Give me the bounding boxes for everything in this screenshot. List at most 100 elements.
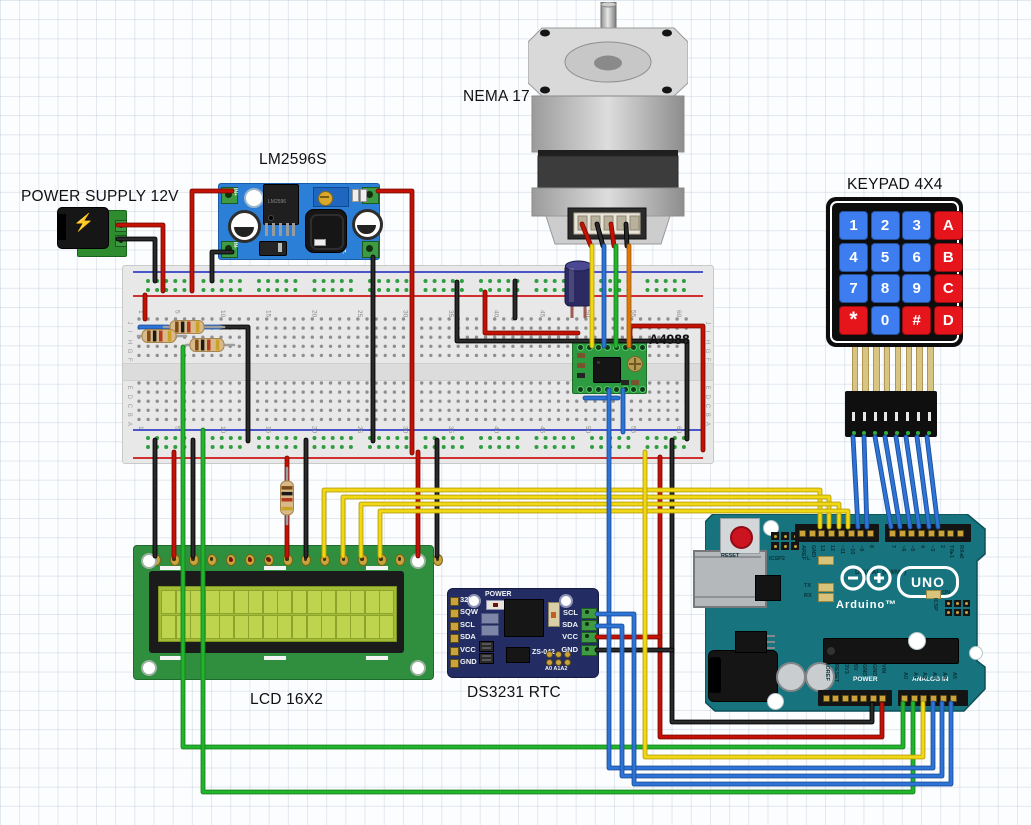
reset-button[interactable] [720, 518, 760, 554]
smd-capacitor [481, 625, 499, 636]
digital-pin-4[interactable] [918, 530, 926, 537]
power-pin-VIN[interactable] [878, 695, 886, 702]
smd-resistor [352, 189, 359, 202]
a4988-pin [603, 386, 611, 393]
power-pin-3V3[interactable] [841, 695, 849, 702]
digital-pin-13[interactable] [818, 530, 826, 537]
keypad-key-#[interactable]: # [902, 305, 932, 335]
resistor-3[interactable] [280, 480, 294, 516]
rtc-terminal-vcc[interactable] [581, 632, 597, 644]
keypad-key-5[interactable]: 5 [870, 242, 900, 272]
rtc-pin-32k[interactable] [450, 597, 459, 606]
digital-pin-2[interactable] [937, 530, 945, 537]
keypad-key-D[interactable]: D [933, 305, 963, 335]
pin-label-A0: A0 [902, 672, 908, 680]
rtc-pin-scl[interactable] [450, 621, 459, 631]
digital-pin-GND[interactable] [808, 530, 816, 537]
keypad-key-0[interactable]: 0 [870, 305, 900, 335]
current-trimpot[interactable] [627, 356, 643, 372]
analog-pin-A3[interactable] [930, 695, 938, 702]
connector-pin [883, 431, 888, 435]
power-pin-GND[interactable] [869, 695, 877, 702]
analog-pin-A5[interactable] [949, 695, 957, 702]
rtc-terminal-sda[interactable] [581, 620, 597, 632]
digital-pin-8[interactable] [866, 530, 874, 537]
keypad-key-6[interactable]: 6 [902, 242, 932, 272]
power-pin-IOREF[interactable] [823, 695, 830, 702]
digital-pin-~5[interactable] [908, 530, 916, 537]
terminal-negative[interactable] [115, 235, 127, 247]
ribbon-connector[interactable] [845, 391, 937, 437]
arduino-uno[interactable]: RESET ICSP2 DIGITAL (PWM~) L TX RX UNO A… [693, 514, 987, 712]
analog-pin-A4[interactable] [939, 695, 947, 702]
keypad-key-1[interactable]: 1 [839, 211, 868, 240]
power-supply-12v[interactable]: ⚡ [57, 205, 132, 257]
lcd-char-cell [175, 590, 191, 614]
keypad-key-7[interactable]: 7 [839, 274, 868, 304]
voltage-regulator [735, 631, 775, 653]
keypad-key-4[interactable]: 4 [839, 242, 868, 272]
keypad-key-2[interactable]: 2 [870, 211, 900, 240]
digital-pin-RX◂0[interactable] [956, 530, 964, 537]
a4988-driver[interactable] [572, 340, 647, 394]
power-pin-RESET[interactable] [832, 695, 840, 702]
power-pin-GND[interactable] [860, 695, 868, 702]
svg-text:25: 25 [356, 426, 363, 434]
digital-pin-~6[interactable] [898, 530, 906, 537]
keypad-key-9[interactable]: 9 [902, 274, 932, 304]
keypad-key-C[interactable]: C [933, 274, 963, 304]
rtc-pin-sda[interactable] [450, 634, 459, 644]
trim-potentiometer[interactable] [313, 187, 349, 207]
a4988-pin [577, 344, 584, 351]
digital-pin-7[interactable] [889, 530, 896, 537]
rtc-pin-gnd[interactable] [450, 659, 459, 668]
svg-text:55: 55 [629, 426, 636, 434]
rtc-terminal-gnd[interactable] [581, 644, 597, 656]
rtc-pin-sqw[interactable] [450, 609, 459, 619]
keypad-key-8[interactable]: 8 [870, 274, 900, 304]
tx-label: TX [804, 583, 812, 589]
connector-pin [851, 431, 856, 435]
digital-pin-12[interactable] [828, 530, 836, 537]
rtc-pin-vcc[interactable] [450, 646, 459, 656]
svg-text:15: 15 [265, 310, 272, 318]
a4988-pin [639, 386, 647, 393]
arduino-wordmark: Arduino™ [836, 599, 898, 611]
svg-text:B: B [126, 413, 132, 417]
chip-legs [265, 223, 295, 236]
pin-label-~9: ~9 [858, 545, 865, 552]
svg-text:10: 10 [219, 310, 226, 318]
digital-pin-~3[interactable] [927, 530, 935, 537]
lcd-screen [158, 586, 397, 642]
pin-label-3V3: 3V3 [842, 664, 849, 674]
analog-pin-A2[interactable] [920, 695, 928, 702]
lm2596-module[interactable]: IN+IN-OUT+OUT- LM2596 [218, 183, 383, 260]
keypad-key-3[interactable]: 3 [902, 211, 932, 240]
svg-text:10: 10 [219, 426, 226, 434]
digital-pin-~10[interactable] [847, 530, 855, 537]
digital-pin-~9[interactable] [857, 530, 865, 537]
svg-text:55: 55 [629, 310, 636, 318]
digital-pin-TX▸1[interactable] [947, 530, 955, 537]
digital-pin-~11[interactable] [837, 530, 845, 537]
analog-pin-A0[interactable] [901, 695, 908, 702]
power-pin-5V[interactable] [850, 695, 858, 702]
nema17-motor[interactable] [528, 2, 688, 248]
pin-label-GND: GND [861, 664, 868, 677]
lcd-16x2[interactable] [133, 545, 443, 680]
analog-pin-A1[interactable] [910, 695, 918, 702]
svg-text:35: 35 [447, 426, 454, 434]
terminal-positive[interactable] [115, 220, 127, 232]
rtc-terminal-scl[interactable] [581, 608, 597, 619]
digital-pin-AREF[interactable] [799, 530, 806, 537]
atmega-chip [823, 638, 959, 664]
rtc-address-label: A0 A1A2 [545, 666, 568, 672]
pin-label-A5: A5 [950, 672, 957, 680]
keypad-key-A[interactable]: A [933, 211, 963, 240]
electrolytic-capacitor[interactable] [560, 258, 600, 322]
keypad-key-*[interactable]: * [839, 305, 868, 335]
keypad-key-B[interactable]: B [933, 242, 963, 272]
